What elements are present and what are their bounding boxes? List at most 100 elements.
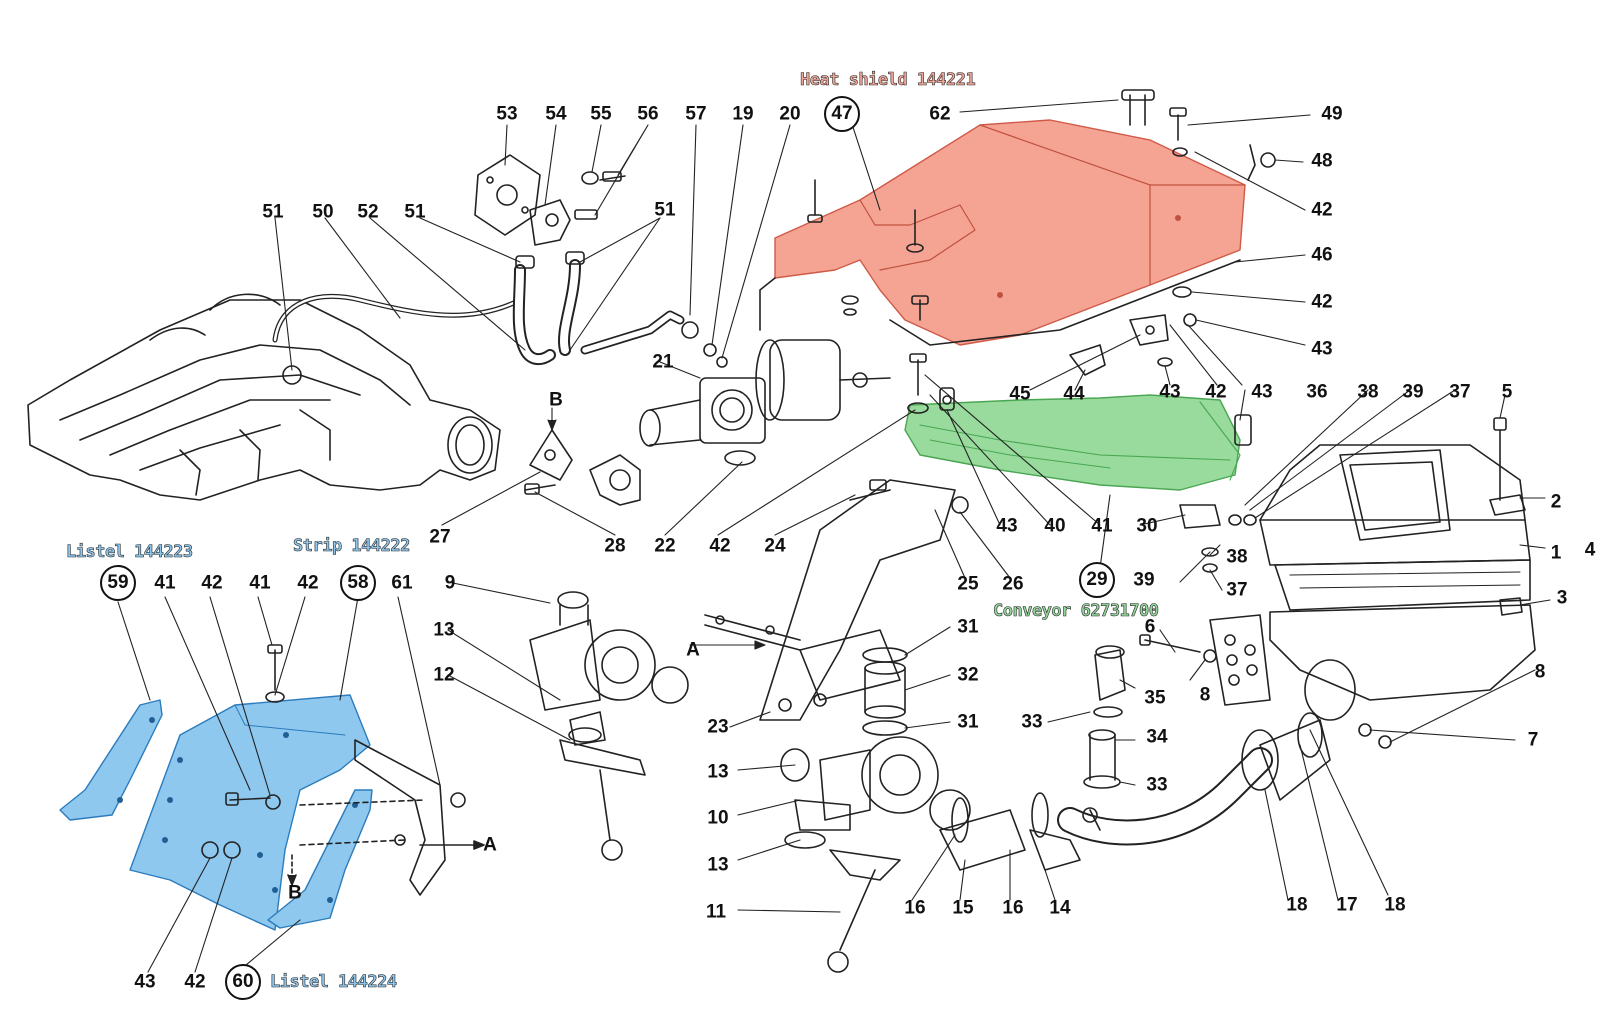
part-label: 37 — [1226, 579, 1248, 601]
part-label: 5 — [1501, 381, 1513, 403]
part-label: 28 — [604, 535, 626, 557]
part-label: 13 — [707, 761, 729, 783]
part-label: 37 — [1449, 381, 1471, 403]
part-label: 42 — [201, 572, 223, 594]
intake-manifold — [27, 293, 501, 501]
part-label: 39 — [1402, 381, 1424, 403]
part-label: 43 — [1159, 381, 1181, 403]
part-label: 57 — [685, 103, 707, 125]
part-label: 48 — [1311, 150, 1333, 172]
part-label: 43 — [996, 515, 1018, 537]
listel-59-tag: Listel 144223 — [66, 542, 194, 562]
part-label: 8 — [1199, 684, 1211, 706]
part-label: 19 — [732, 103, 754, 125]
pipe-57 — [580, 310, 728, 368]
section-label-a: A — [483, 834, 497, 856]
part-label: 33 — [1021, 711, 1043, 733]
part-label: 10 — [707, 807, 729, 829]
turbo-bracket-frame — [704, 479, 969, 721]
flange-valve-54 — [474, 154, 626, 246]
part-label: 42 — [297, 572, 319, 594]
part-label: 27 — [429, 526, 451, 548]
part-label: 42 — [184, 971, 206, 993]
part-label: 41 — [154, 572, 176, 594]
part-label: 13 — [707, 854, 729, 876]
part-label: 33 — [1146, 774, 1168, 796]
strip-61 — [299, 739, 485, 896]
leader-lines — [117, 99, 1551, 973]
part-label: 52 — [357, 201, 379, 223]
part-label: 42 — [1311, 199, 1333, 221]
heat-shield-tag: Heat shield 144221 — [800, 70, 976, 90]
part-label: 18 — [1286, 894, 1308, 916]
part-label: 26 — [1002, 573, 1024, 595]
part-label: 51 — [654, 199, 676, 221]
part-label: 42 — [1311, 291, 1333, 313]
heat-shield-47 — [759, 89, 1276, 346]
part-label: 42 — [709, 535, 731, 557]
listel-59 — [59, 699, 163, 821]
part-label: 1 — [1550, 542, 1562, 564]
part-label: 3 — [1556, 587, 1568, 609]
part-label: 41 — [1091, 515, 1113, 537]
section-label-b: B — [549, 389, 563, 411]
wastegate-actuator — [524, 339, 891, 506]
part-label: 4 — [1584, 539, 1596, 561]
part-label: 51 — [262, 201, 284, 223]
shield-brackets — [841, 286, 1197, 376]
part-label: 6 — [1144, 616, 1156, 638]
hose-31-32 — [862, 647, 908, 736]
part-label: 38 — [1226, 546, 1248, 568]
section-label-b: B — [288, 882, 302, 904]
part-label: 25 — [957, 573, 979, 595]
air-filter-box — [1139, 417, 1536, 749]
part-label: 11 — [705, 901, 727, 923]
turbocharger-9 — [529, 591, 689, 861]
part-label: 14 — [1049, 897, 1071, 919]
part-label: 49 — [1321, 103, 1343, 125]
bypass-valve — [1083, 645, 1126, 789]
callout-60: 60 — [225, 964, 261, 1000]
intake-ducts — [939, 712, 1331, 871]
part-label: 61 — [391, 572, 413, 594]
part-label: 17 — [1336, 894, 1358, 916]
part-label: 55 — [590, 103, 612, 125]
part-label: 2 — [1550, 491, 1562, 513]
conveyor-tag: Conveyor 62731700 — [993, 601, 1160, 621]
part-label: 43 — [1251, 381, 1273, 403]
part-label: 38 — [1357, 381, 1379, 403]
part-label: 30 — [1136, 515, 1158, 537]
part-label: 39 — [1133, 569, 1155, 591]
part-label: 24 — [764, 535, 786, 557]
vacuum-hoses — [272, 251, 585, 385]
part-label: 34 — [1146, 726, 1168, 748]
callout-58: 58 — [340, 565, 376, 601]
part-label: 15 — [952, 897, 974, 919]
conveyor-29 — [904, 353, 1257, 573]
part-label: 62 — [929, 103, 951, 125]
part-label: 44 — [1063, 383, 1085, 405]
part-label: 41 — [249, 572, 271, 594]
listel-60-tag: Listel 144224 — [270, 972, 398, 992]
part-label: 20 — [779, 103, 801, 125]
part-label: 31 — [957, 616, 979, 638]
part-label: 43 — [1311, 338, 1333, 360]
part-label: 40 — [1044, 515, 1066, 537]
part-label: 45 — [1009, 383, 1031, 405]
part-label: 42 — [1205, 381, 1227, 403]
part-label: 51 — [404, 201, 426, 223]
part-label: 23 — [707, 716, 729, 738]
part-label: 50 — [312, 201, 334, 223]
part-label: 7 — [1527, 729, 1539, 751]
part-label: 32 — [957, 664, 979, 686]
strip-tag: Strip 144222 — [293, 536, 411, 556]
part-label: 53 — [496, 103, 518, 125]
part-label: 12 — [433, 664, 455, 686]
part-label: 16 — [1002, 897, 1024, 919]
part-label: 16 — [904, 897, 926, 919]
part-label: 46 — [1311, 244, 1333, 266]
part-label: 56 — [637, 103, 659, 125]
section-label-a: A — [686, 639, 700, 661]
